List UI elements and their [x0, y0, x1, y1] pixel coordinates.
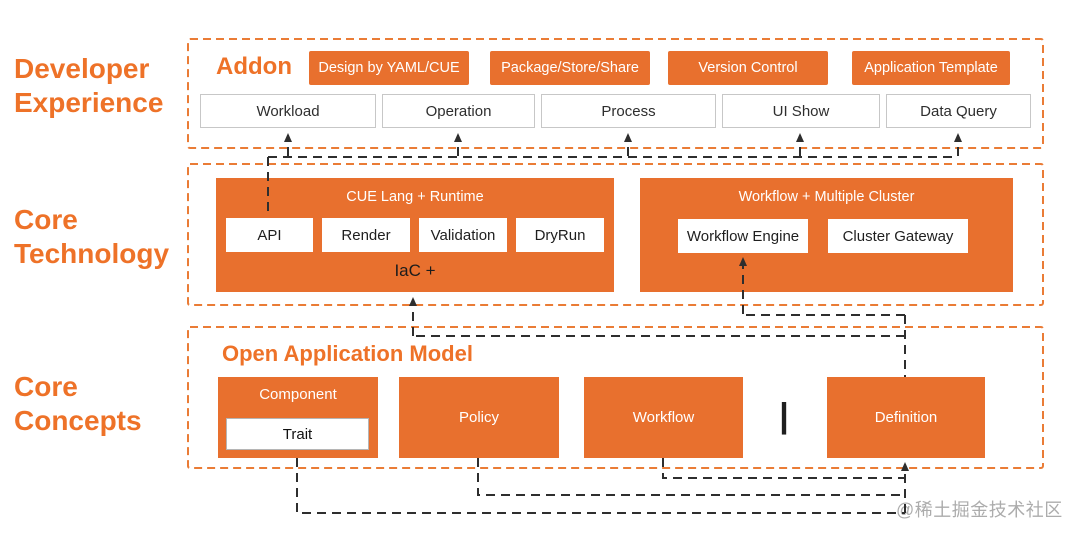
divider-bar: |	[779, 397, 789, 435]
component-box: Component Trait	[218, 377, 378, 458]
connector-workflow-to-definition	[662, 458, 905, 479]
addon-button-version-control: Version Control	[668, 51, 828, 85]
workflow-label: Workflow	[632, 409, 695, 426]
cue-item-render: Render	[322, 218, 410, 252]
definition-label: Definition	[874, 409, 938, 426]
workflow-engine-box: Workflow Engine	[678, 219, 808, 253]
addon-button-application-template: Application Template	[852, 51, 1010, 85]
cue-panel-title: CUE Lang + Runtime	[346, 189, 484, 205]
policy-box: Policy	[399, 377, 559, 458]
open-application-model-heading: Open Application Model	[222, 341, 473, 366]
workflow-box: Workflow	[584, 377, 743, 458]
trait-box: Trait	[226, 418, 369, 450]
capability-box-data-query: Data Query	[886, 94, 1031, 128]
workflow-panel-title: Workflow + Multiple Cluster	[738, 189, 915, 205]
cluster-gateway-box: Cluster Gateway	[828, 219, 968, 253]
capability-box-process: Process	[541, 94, 716, 128]
cue-item-api: API	[226, 218, 313, 252]
side-label-core-technology: Core Technology	[14, 204, 170, 270]
definition-box: Definition	[827, 377, 985, 458]
addon-label: Addon	[216, 53, 292, 80]
cue-item-validation: Validation	[419, 218, 507, 252]
addon-button-package-store-share: Package/Store/Share	[490, 51, 650, 85]
workflow-multicluster-panel: Workflow + Multiple Cluster Workflow Eng…	[640, 178, 1013, 292]
capability-box-workload: Workload	[200, 94, 376, 128]
addon-button-design-by-yaml-cue: Design by YAML/CUE	[309, 51, 469, 85]
side-label-core-concepts: Core Concepts	[14, 371, 142, 437]
capability-box-operation: Operation	[382, 94, 535, 128]
cue-lang-runtime-panel: CUE Lang + Runtime API Render Validation…	[216, 178, 614, 292]
capability-box-ui-show: UI Show	[722, 94, 880, 128]
side-label-developer-experience: Developer Experience	[14, 53, 164, 119]
connector-policy-to-definition	[477, 458, 905, 496]
policy-label: Policy	[458, 409, 499, 426]
connector-component-to-definition	[296, 458, 905, 514]
component-label: Component	[259, 386, 337, 403]
iac-footer-label: IaC +	[394, 261, 436, 280]
watermark-text: @稀土掘金技术社区	[896, 500, 1063, 520]
cue-item-dryrun: DryRun	[516, 218, 604, 252]
